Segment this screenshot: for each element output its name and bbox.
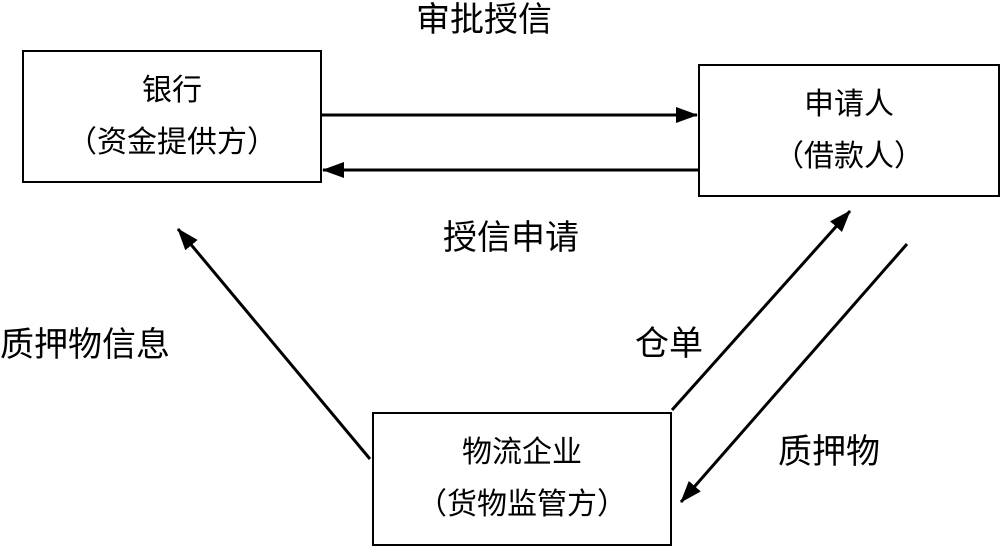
applicant-title: 申请人 — [804, 86, 894, 122]
arrow-warehouse-receipt — [670, 209, 852, 412]
bank-role: （资金提供方） — [67, 124, 277, 160]
edge-label-collateral-info: 质押物信息 — [0, 325, 170, 365]
edge-label-warehouse-receipt: 仓单 — [635, 324, 703, 364]
edge-label-collateral: 质押物 — [778, 432, 880, 472]
applicant-role: （借款人） — [774, 138, 924, 174]
bank-title: 银行 — [142, 72, 202, 108]
logistics-node: 物流企业 （货物监管方） — [372, 412, 672, 546]
applicant-node: 申请人 （借款人） — [698, 64, 1000, 197]
arrow-collateral — [679, 243, 909, 503]
edge-label-credit-application: 授信申请 — [443, 218, 579, 258]
logistics-title: 物流企业 — [462, 435, 582, 470]
logistics-role: （货物监管方） — [417, 487, 627, 522]
bank-node: 银行 （资金提供方） — [22, 50, 322, 183]
arrow-collateral-info — [176, 228, 372, 460]
edge-label-approve-credit: 审批授信 — [416, 0, 552, 40]
